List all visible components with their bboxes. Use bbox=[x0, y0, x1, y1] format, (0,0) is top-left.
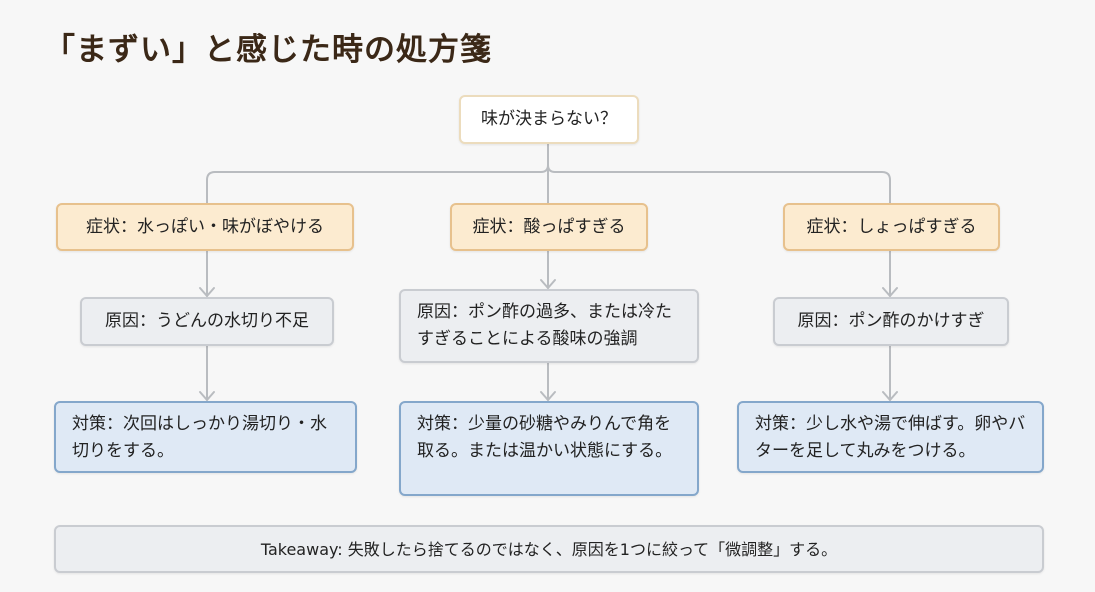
cause-label: 原因：うどんの水切り不足 bbox=[105, 311, 309, 331]
fix-label: 対策：少量の砂糖やみりんで角を取る。または温かい状態にする。 bbox=[417, 414, 673, 461]
fix-label: 対策：次回はしっかり湯切り・水切りをする。 bbox=[72, 414, 327, 461]
symptom-node-sour: 症状：酸っぱすぎる bbox=[450, 203, 648, 251]
root-question-node: 味が決まらない？ bbox=[459, 95, 639, 144]
symptom-label: 症状：酸っぱすぎる bbox=[472, 216, 626, 237]
takeaway-text: Takeaway: 失敗したら捨てるのではなく、原因を1つに絞って「微調整」する… bbox=[260, 539, 838, 559]
fix-node-sour: 対策：少量の砂糖やみりんで角を取る。または温かい状態にする。 bbox=[399, 401, 699, 496]
connector-root-left bbox=[206, 142, 549, 204]
fix-label: 対策：少し水や湯で伸ばす。卵やバターを足して丸みをつける。 bbox=[755, 414, 1026, 461]
cause-label: 原因：ポン酢のかけすぎ bbox=[797, 311, 985, 331]
cause-node-watery: 原因：うどんの水切り不足 bbox=[80, 297, 334, 346]
root-question-label: 味が決まらない？ bbox=[481, 109, 617, 129]
symptom-node-salty: 症状：しょっぱすぎる bbox=[783, 203, 1000, 251]
fix-node-salty: 対策：少し水や湯で伸ばす。卵やバターを足して丸みをつける。 bbox=[737, 401, 1044, 473]
cause-label: 原因：ポン酢の過多、または冷たすぎることによる酸味の強調 bbox=[417, 302, 672, 349]
symptom-node-watery: 症状：水っぽい・味がぼやける bbox=[56, 203, 354, 251]
connector-root-right bbox=[547, 164, 891, 204]
symptom-label: 症状：水っぽい・味がぼやける bbox=[86, 216, 324, 237]
cause-node-salty: 原因：ポン酢のかけすぎ bbox=[773, 297, 1009, 346]
fix-node-watery: 対策：次回はしっかり湯切り・水切りをする。 bbox=[54, 401, 357, 473]
symptom-label: 症状：しょっぱすぎる bbox=[806, 216, 977, 237]
page-title: 「まずい」と感じた時の処方箋 bbox=[44, 32, 492, 68]
takeaway-banner: Takeaway: 失敗したら捨てるのではなく、原因を1つに絞って「微調整」する… bbox=[54, 525, 1044, 573]
cause-node-sour: 原因：ポン酢の過多、または冷たすぎることによる酸味の強調 bbox=[399, 289, 699, 363]
